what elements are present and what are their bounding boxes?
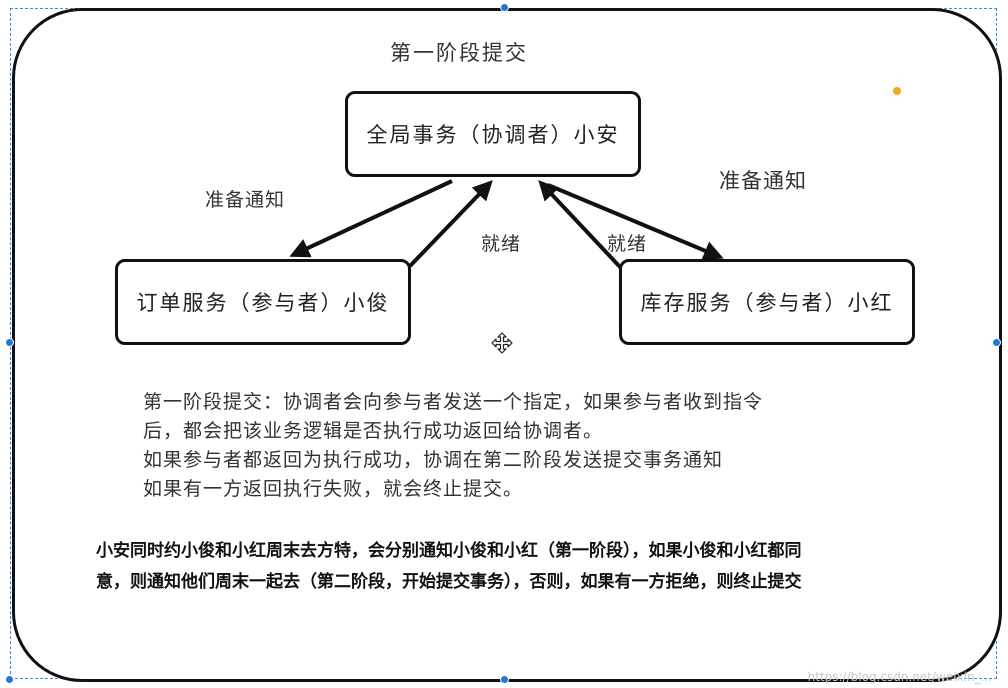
edge-ready-left[interactable] — [408, 180, 493, 268]
description-line: 如果参与者都返回为执行成功，协调在第二阶段发送提交事务通知 — [143, 449, 724, 471]
edge-prepare-right[interactable] — [547, 183, 724, 261]
move-icon — [491, 332, 513, 354]
edge-label-ready-right: 就绪 — [607, 233, 648, 255]
watermark: https://blog.csdn.net/weixin_... — [807, 670, 992, 684]
diagram-title: 第一阶段提交 — [390, 41, 528, 65]
analogy-text: 小安同时约小俊和小红周末去方特，会分别通知小俊和小红（第一阶段），如果小俊和小红… — [96, 536, 956, 598]
resize-handle-bottom[interactable] — [500, 675, 509, 684]
node-coordinator[interactable]: 全局事务（协调者）小安 — [345, 91, 641, 177]
node-order-service-label: 订单服务（参与者）小俊 — [136, 291, 390, 315]
resize-handle-bottom-left[interactable] — [5, 675, 14, 684]
description-line: 第一阶段提交：协调者会向参与者发送一个指定，如果参与者收到指令 — [143, 391, 764, 413]
description-line: 如果有一方返回执行失败，就会终止提交。 — [143, 478, 524, 500]
resize-handle-top[interactable] — [500, 3, 509, 12]
edge-label-prepare-right: 准备通知 — [719, 169, 807, 193]
node-inventory-service[interactable]: 库存服务（参与者）小红 — [619, 259, 915, 345]
resize-handle-left[interactable] — [5, 338, 14, 347]
description-text: 第一阶段提交：协调者会向参与者发送一个指定，如果参与者收到指令 后，都会把该业务… — [143, 388, 943, 504]
description-line: 后，都会把该业务逻辑是否执行成功返回给协调者。 — [143, 420, 604, 442]
edge-prepare-left[interactable] — [289, 179, 453, 258]
node-inventory-service-label: 库存服务（参与者）小红 — [640, 291, 894, 315]
edge-label-prepare-left: 准备通知 — [205, 189, 286, 211]
resize-handle-right[interactable] — [992, 338, 1001, 347]
analogy-line: 小安同时约小俊和小红周末去方特，会分别通知小俊和小红（第一阶段），如果小俊和小红… — [96, 541, 802, 561]
node-coordinator-label: 全局事务（协调者）小安 — [366, 123, 620, 147]
edge-ready-right[interactable] — [538, 180, 623, 270]
rotate-handle[interactable] — [893, 87, 901, 95]
analogy-line: 意，则通知他们周末一起去（第二阶段，开始提交事务），否则，如果有一方拒绝，则终止… — [96, 572, 802, 592]
node-order-service[interactable]: 订单服务（参与者）小俊 — [115, 259, 411, 345]
edge-label-ready-left: 就绪 — [481, 233, 522, 255]
